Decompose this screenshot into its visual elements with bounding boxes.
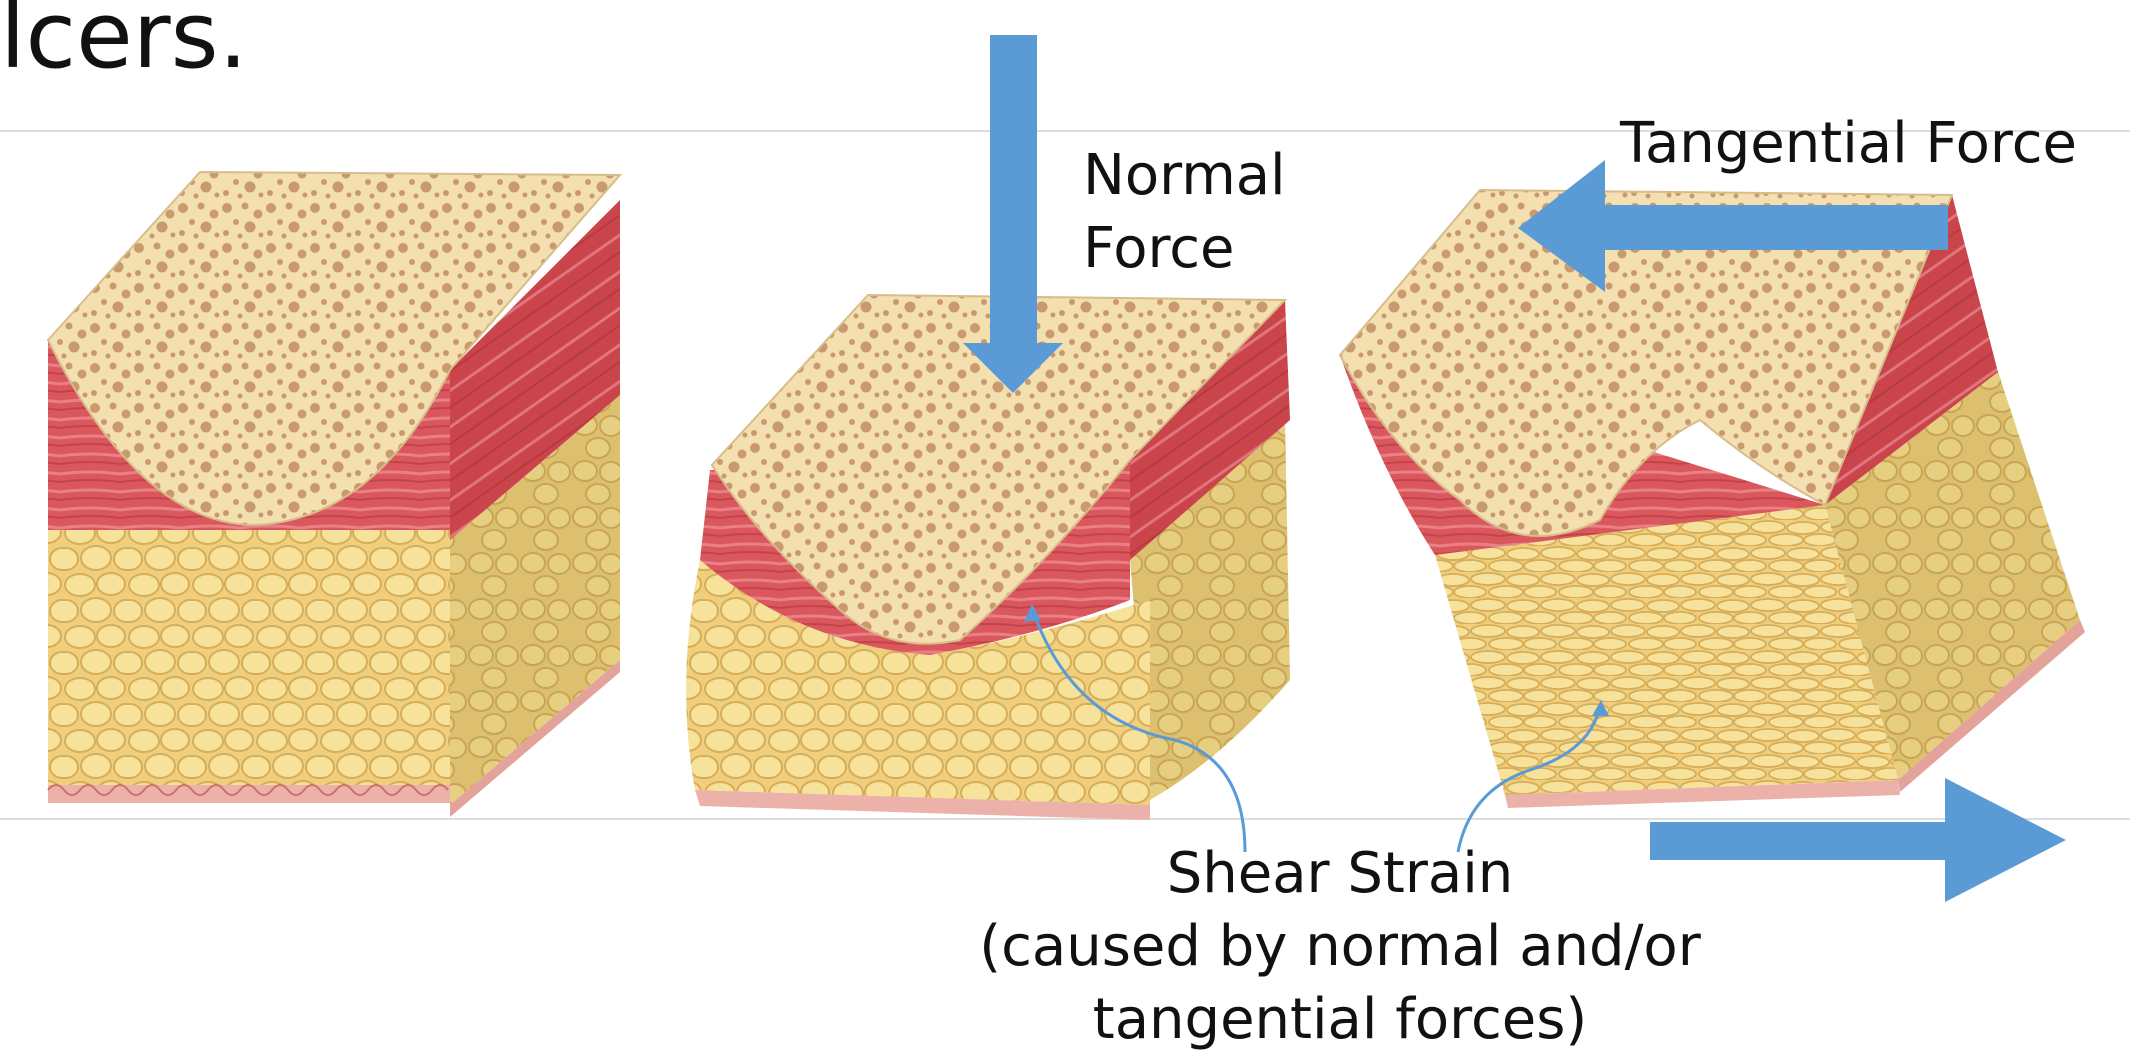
normal-force-label: Normal Force [1083,140,1286,286]
shear-strain-label-line2: (caused by normal and/or [955,911,1725,984]
shear-strain-label: Shear Strain (caused by normal and/or ta… [955,838,1725,1056]
tissue-block-normal [48,172,620,817]
block1-front-fat [48,530,450,785]
tissue-block-tangential-force [1340,190,2085,808]
shear-strain-label-line3: tangential forces) [955,984,1725,1057]
shear-strain-label-line1: Shear Strain [955,838,1725,911]
normal-force-label-line2: Force [1083,213,1286,286]
tangential-force-label: Tangential Force [1620,108,2077,181]
tissue-block-normal-force [686,295,1290,820]
block3-front-fat [1435,505,1898,795]
normal-force-label-line1: Normal [1083,140,1286,213]
